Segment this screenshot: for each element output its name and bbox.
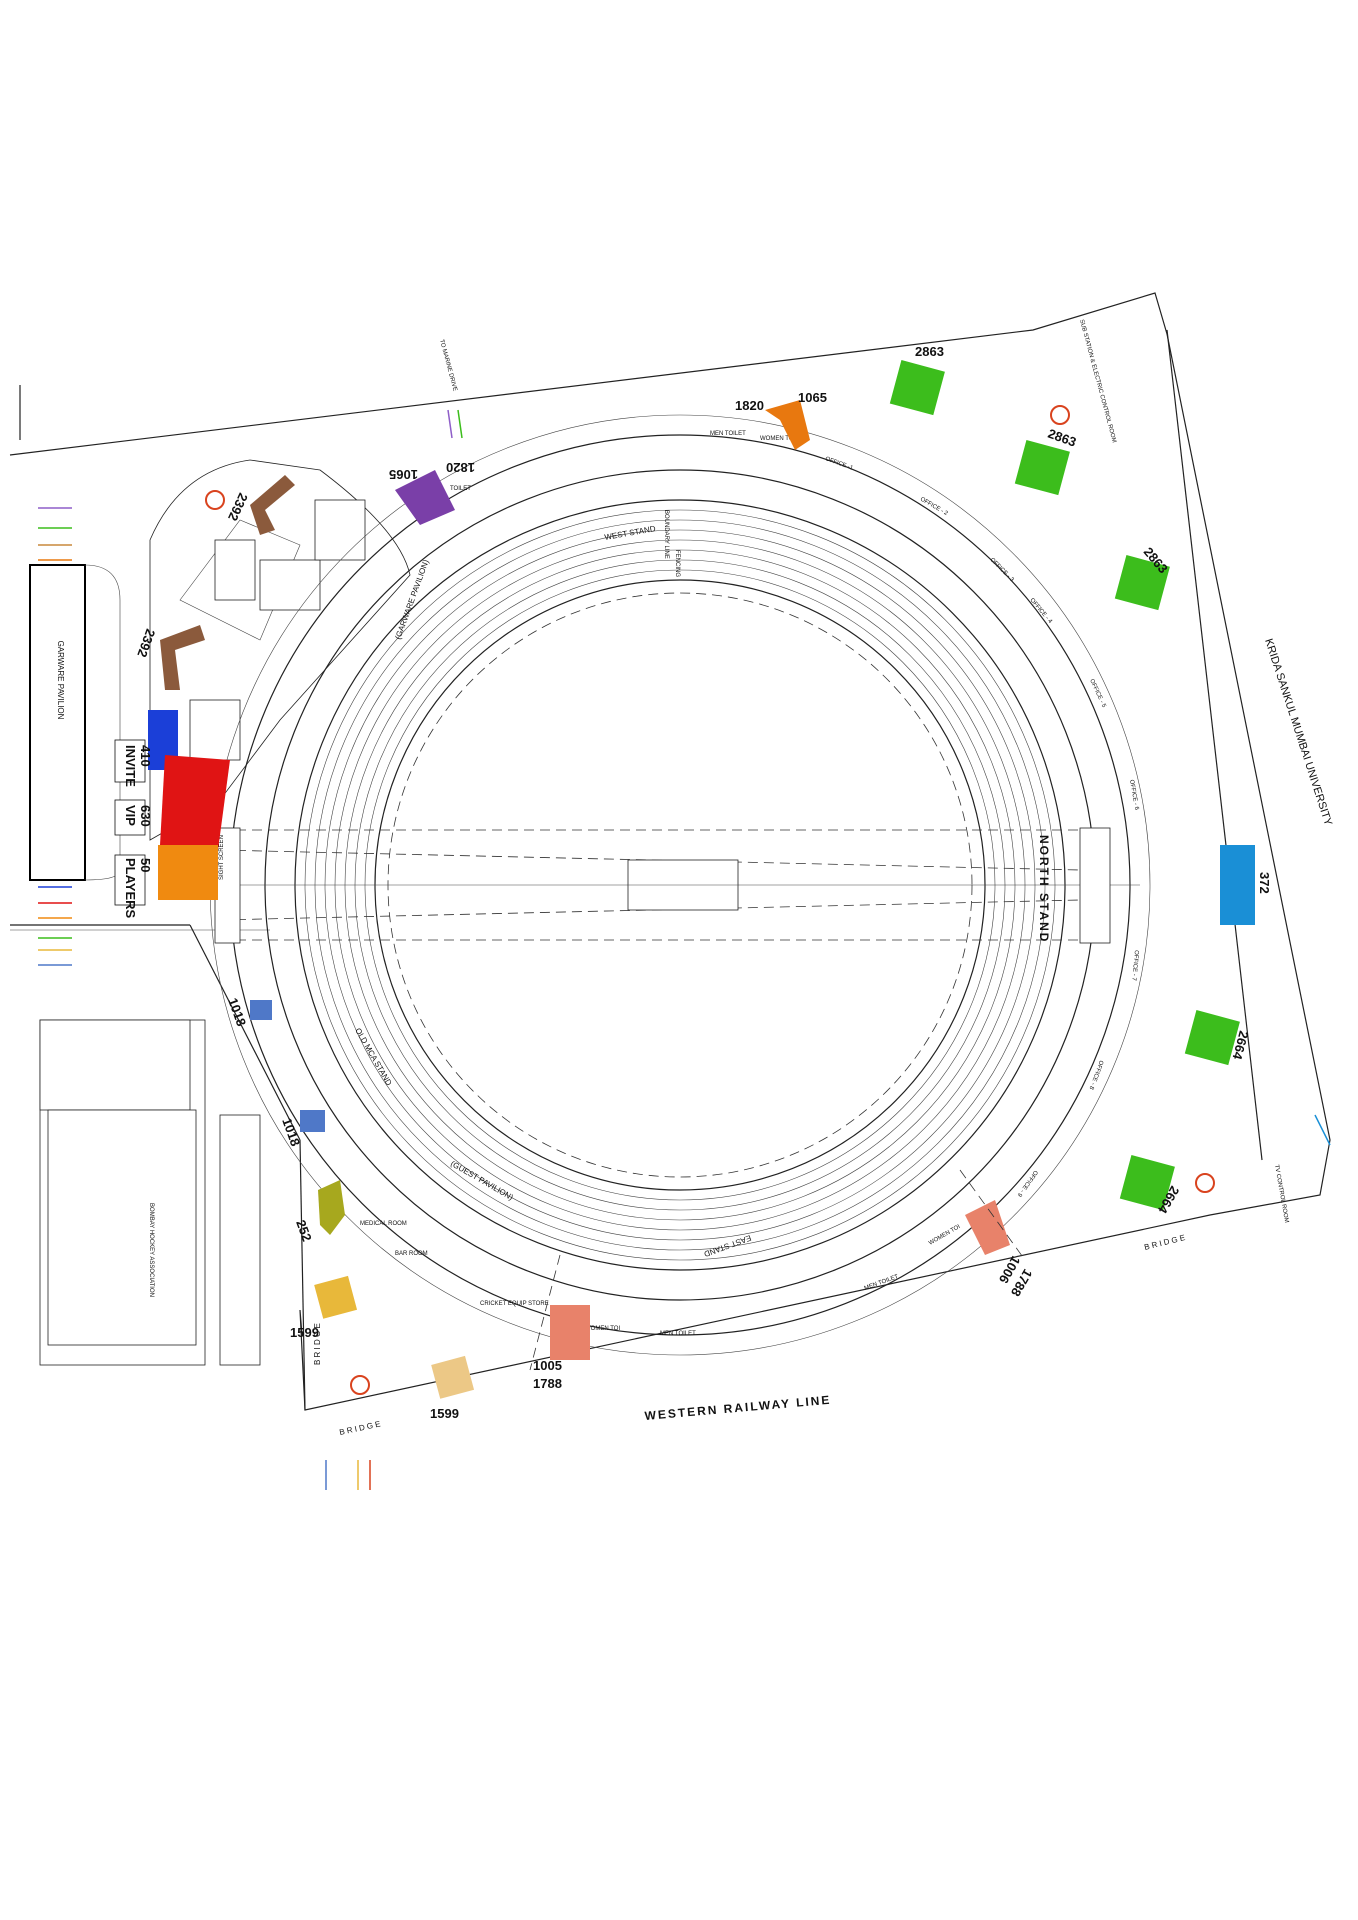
hockey-label: BOMBAY HOCKEY ASSOCIATION <box>148 1203 154 1297</box>
green-block-3 <box>1114 555 1170 611</box>
old-mca-label: OLD MCA STAND <box>353 1027 393 1088</box>
red-block <box>160 755 230 850</box>
green-block-1 <box>889 360 945 416</box>
orange-block-west <box>765 400 810 450</box>
west-stand-label: WEST STAND <box>604 524 657 542</box>
north-stand-label: NORTH STAND <box>1037 835 1051 943</box>
cap-1820-a: 1820 <box>735 398 764 413</box>
brown-block-1 <box>250 475 295 535</box>
cap-252: 252 <box>293 1218 315 1244</box>
direction-arrows <box>38 409 1331 1490</box>
garware-pavilion-building: GARWARE PAVILION <box>29 564 121 881</box>
cap-1788-b: 1788 <box>533 1376 562 1391</box>
salmon-block-south <box>550 1305 590 1360</box>
hydrant-markers <box>205 405 1215 1395</box>
fencing-label: FENCING <box>674 550 680 577</box>
office-8-label: OFFICE - 8 <box>1087 1059 1103 1090</box>
invite-value: 410 <box>138 745 153 767</box>
site-boundary <box>9 292 1331 1411</box>
office-7-label: OFFICE - 7 <box>1130 950 1139 982</box>
guest-pav-label: (GUEST PAVILION) <box>449 1159 515 1202</box>
office-1-label: OFFICE -1 <box>824 456 854 472</box>
women-toilet-1: WOMEN TOILET <box>760 436 806 442</box>
toilet-label: TOILET <box>450 486 471 492</box>
men-toilet-1: MEN TOILET <box>710 431 746 437</box>
green-block-2 <box>1014 440 1070 496</box>
cap-1065-b: 1065 <box>389 467 418 482</box>
cap-372: 372 <box>1257 872 1272 894</box>
women-toilet-2: WOMEN TOI <box>585 1326 620 1332</box>
cap-2863-a: 2863 <box>915 344 944 359</box>
cap-1820-b: 1820 <box>446 460 475 475</box>
cricket-store-label: CRICKET EQUIP STORE <box>480 1301 549 1307</box>
office-4-label: OFFICE - 4 <box>1028 597 1053 625</box>
women-toilet-3: WOMEN TOI <box>928 1224 962 1247</box>
cyan-block <box>1220 845 1255 925</box>
gate-players: PLAYERS 50 <box>114 854 153 919</box>
cap-1005: 1005 <box>533 1358 562 1373</box>
stadium <box>209 414 1151 1356</box>
medical-room-label: MEDICAL ROOM <box>360 1221 407 1227</box>
cap-1599-b: 1599 <box>430 1406 459 1421</box>
men-toilet-2: MEN TOILET <box>660 1331 696 1337</box>
offices: OFFICE -1 OFFICE - 2 OFFICE - 3 OFFICE -… <box>824 456 1139 1198</box>
railway-label: WESTERN RAILWAY LINE <box>644 1393 832 1423</box>
brown-block-2 <box>160 625 205 690</box>
green-block-5 <box>1119 1155 1175 1211</box>
gold-block <box>314 1275 358 1319</box>
vip-value: 630 <box>138 805 153 827</box>
wheat-block <box>431 1355 475 1399</box>
colored-blocks <box>148 360 1255 1399</box>
marine-drive-label: TO MARINE DRIVE <box>438 339 458 392</box>
bridge-right-label: B R I D G E <box>1143 1233 1186 1252</box>
bridge-bottom-label: B R I D G E <box>339 1419 382 1436</box>
players-value: 50 <box>138 858 153 872</box>
vip-label: VIP <box>123 805 138 826</box>
invite-label: INVITE <box>123 745 138 787</box>
salmon-block-east <box>965 1200 1010 1255</box>
olive-block <box>318 1180 345 1235</box>
gate-invite: INVITE 410 <box>114 739 153 787</box>
hockey-association-building: BOMBAY HOCKEY ASSOCIATION <box>39 1019 261 1366</box>
substation-label: SUB STATION & ELECTRIC CONTROL ROOM <box>1078 319 1117 443</box>
office-6-label: OFFICE - 6 <box>1128 779 1139 811</box>
cap-1018-b: 1018 <box>279 1116 303 1148</box>
bridge-left-label: B R I D G E <box>313 1323 322 1365</box>
office-3-label: OFFICE - 3 <box>989 557 1015 583</box>
steel-block-1 <box>250 1000 272 1020</box>
tv-control-label: TV CONTROL ROOM <box>1273 1164 1289 1223</box>
steel-block-2 <box>300 1110 325 1132</box>
garware-building-label: GARWARE PAVILION <box>56 641 65 720</box>
purple-block <box>395 470 455 525</box>
cap-2863-b: 2863 <box>1046 426 1078 450</box>
orange-gate-block <box>158 845 218 900</box>
players-label: PLAYERS <box>123 858 138 919</box>
cap-1065-a: 1065 <box>798 390 827 405</box>
krida-label: KRIDA SANKUL MUMBAI UNIVERSITY <box>1262 637 1334 828</box>
cap-2664-a: 2664 <box>1229 1029 1251 1062</box>
boundary-line-label: BOUNDARY LINE <box>663 510 669 559</box>
gate-vip: VIP 630 <box>114 799 153 836</box>
bar-room-label: BAR ROOM <box>395 1251 428 1257</box>
green-block-4 <box>1184 1010 1240 1066</box>
cap-1599-a: 1599 <box>290 1325 319 1340</box>
sight-screen-label: SIGHT SCREEN <box>219 835 225 880</box>
